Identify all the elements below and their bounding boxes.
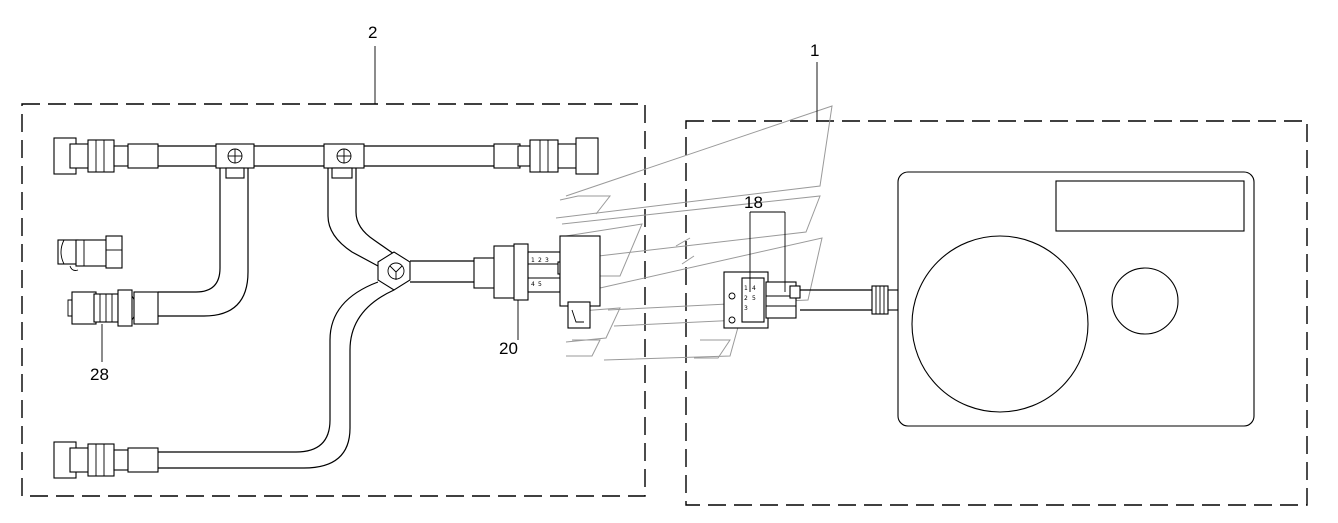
control-unit-connector-18: 1 2 3 4 5: [723, 271, 899, 329]
harness-connector-20: 1 2 3 4 5: [473, 235, 601, 329]
plug-28: [67, 289, 159, 327]
bottom-left-connector: [53, 441, 159, 479]
connector-20-pin-1: 1: [531, 257, 535, 264]
connector-18-pin-3: 3: [744, 305, 748, 312]
callout-leaders: [101, 46, 818, 362]
connector-20-pin-2: 2: [538, 257, 542, 264]
connector-18-pin-4: 4: [752, 285, 756, 292]
control-unit-display: [1055, 180, 1245, 232]
callout-20: 20: [499, 339, 518, 358]
y-splice: [377, 251, 474, 291]
connector-18-pin-5: 5: [752, 295, 756, 302]
control-unit-small-dial: [1111, 267, 1179, 335]
control-unit-assembly-box: [685, 120, 1308, 506]
callout-1: 1: [810, 41, 819, 60]
right-top-connector: [493, 137, 599, 175]
connector-18-pin-1: 1: [744, 285, 748, 292]
callout-28: 28: [90, 365, 109, 384]
callout-18: 18: [744, 193, 763, 212]
connector-18-pin-2: 2: [744, 295, 748, 302]
callout-2: 2: [368, 23, 377, 42]
control-unit: [897, 171, 1255, 427]
left-top-connector: [53, 137, 159, 175]
branch-to-bottom-connector: [158, 281, 395, 469]
connector-20-pin-5: 5: [538, 281, 542, 288]
branch-to-plug-28: [158, 167, 249, 317]
harness-trunk: [158, 143, 494, 169]
connector-20-pin-4: 4: [531, 281, 535, 288]
loose-plug: [57, 235, 123, 271]
connector-20-pin-3: 3: [545, 257, 549, 264]
control-unit-large-dial: [911, 235, 1089, 413]
branch-to-y-splice: [327, 167, 395, 267]
harness-assembly-box: [21, 103, 646, 497]
